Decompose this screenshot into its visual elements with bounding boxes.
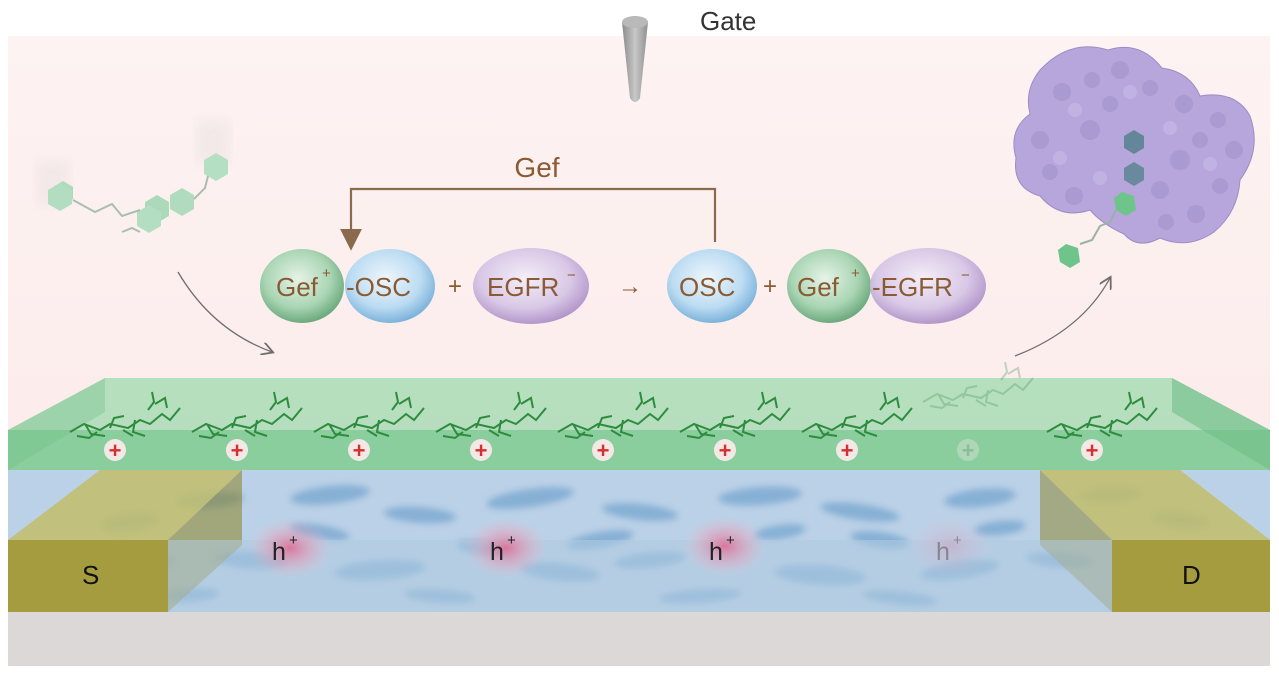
svg-text:+: +: [109, 438, 122, 463]
bound-molecule: [69, 391, 181, 440]
egfr-protein: [1013, 46, 1255, 268]
svg-text:+: +: [322, 265, 331, 282]
outgoing-arrow: [1014, 278, 1110, 357]
svg-text:+: +: [289, 532, 298, 549]
svg-text:Gef: Gef: [276, 272, 319, 302]
svg-text:+: +: [507, 532, 516, 549]
surface-charge: +: [470, 438, 492, 463]
egfr-bubble-1: [473, 248, 589, 324]
svg-text:h: h: [272, 538, 286, 566]
svg-text:+: +: [1086, 438, 1099, 463]
svg-text:h: h: [490, 538, 504, 566]
surface-molecules: + + + + + + + + +: [69, 361, 1158, 463]
svg-text:→: →: [618, 273, 642, 300]
surface-charge: +: [957, 438, 979, 463]
svg-text:−: −: [567, 267, 576, 284]
hole-1: h +: [272, 532, 298, 566]
hole-2: h +: [490, 532, 516, 566]
svg-text:+: +: [448, 273, 462, 300]
bound-molecule: [313, 391, 425, 440]
svg-text:+: +: [231, 438, 244, 463]
bound-molecule: [1046, 391, 1158, 440]
gef-bubble-1: [260, 249, 344, 323]
surface-charge: +: [348, 438, 370, 463]
osc-bubble-1: [345, 249, 435, 323]
svg-text:−: −: [961, 267, 970, 284]
free-gefitinib-molecule: [36, 120, 230, 233]
surface-charge: +: [1081, 438, 1103, 463]
bound-molecule: [679, 391, 791, 440]
svg-text:+: +: [719, 438, 732, 463]
drain-electrode: [1040, 470, 1270, 612]
svg-text:+: +: [851, 265, 860, 282]
detached-molecule: [922, 361, 1034, 410]
surface-charge: +: [104, 438, 126, 463]
feedback-label: Gef: [514, 152, 559, 183]
svg-text:+: +: [962, 438, 975, 463]
surface-charge: +: [714, 438, 736, 463]
svg-text:OSC: OSC: [679, 272, 735, 302]
substrate: [8, 610, 1270, 666]
gate-label: Gate: [700, 6, 756, 36]
surface-charge: +: [592, 438, 614, 463]
svg-text:+: +: [841, 438, 854, 463]
source-label: S: [82, 560, 99, 590]
svg-text:+: +: [953, 532, 962, 549]
svg-text:+: +: [763, 273, 777, 300]
svg-text:+: +: [475, 438, 488, 463]
gef-bubble-2: [787, 249, 871, 323]
svg-text:h: h: [709, 538, 723, 566]
svg-text:+: +: [597, 438, 610, 463]
gate-electrode: [622, 16, 648, 102]
svg-text:h: h: [936, 538, 950, 566]
svg-text:+: +: [353, 438, 366, 463]
egfr-bubble-2: [870, 248, 986, 324]
hole-3: h +: [709, 532, 735, 566]
drain-label: D: [1182, 560, 1201, 590]
bound-molecule: [435, 391, 547, 440]
reaction-equation: Gef + -OSC + EGFR − → OSC + Gef + -EGFR …: [260, 248, 986, 324]
svg-text:-OSC: -OSC: [346, 272, 411, 302]
surface-charge: +: [836, 438, 858, 463]
svg-text:EGFR: EGFR: [487, 272, 559, 302]
svg-text:Gef: Gef: [797, 272, 840, 302]
hole-4-faded: h +: [936, 532, 962, 566]
feedback-bracket: [340, 187, 717, 251]
osc-bubble-2: [667, 249, 757, 323]
incoming-arrow: [177, 271, 272, 352]
bound-molecule: [801, 391, 913, 440]
svg-text:-EGFR: -EGFR: [872, 272, 953, 302]
bound-molecule: [191, 391, 303, 440]
bound-molecule: [557, 391, 669, 440]
surface-charge: +: [226, 438, 248, 463]
svg-text:+: +: [726, 532, 735, 549]
